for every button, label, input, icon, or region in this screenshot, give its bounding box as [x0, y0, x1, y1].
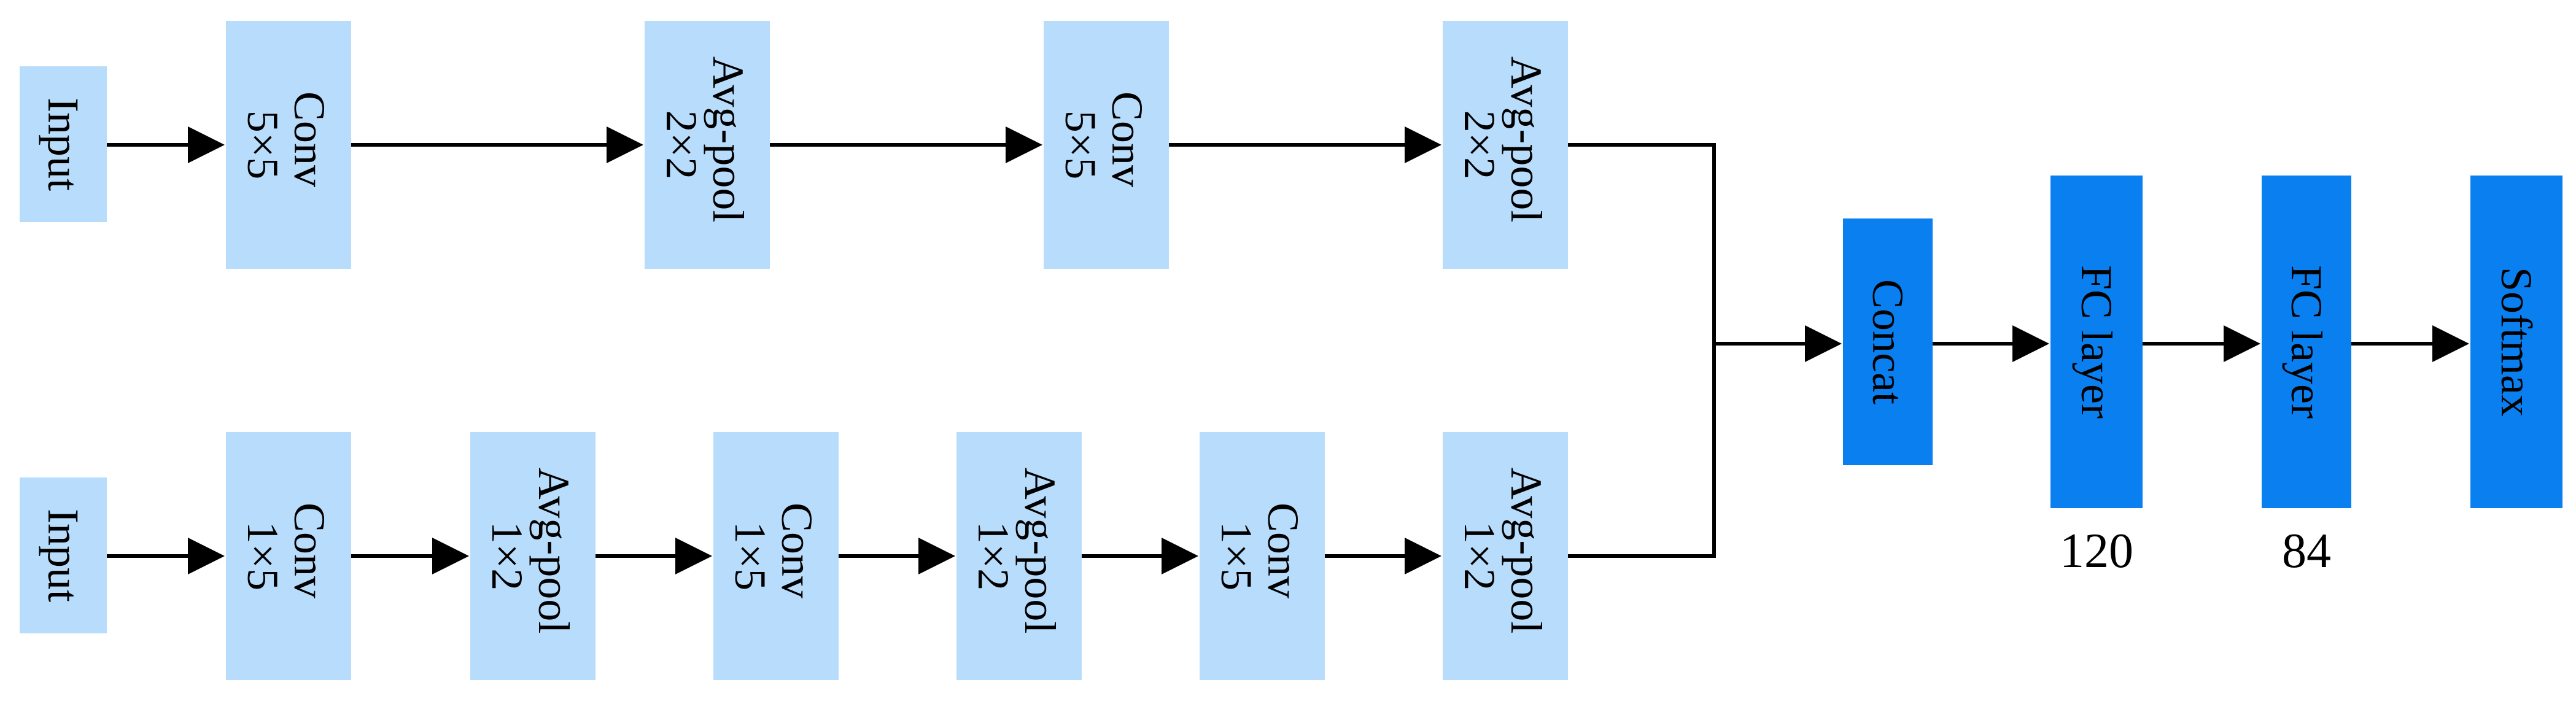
bottom-pool2-kernel: 1×2 — [969, 522, 1018, 591]
bottom-conv2-name: Conv — [772, 503, 821, 598]
bottom-conv3-block: Conv 1×5 — [1200, 432, 1325, 680]
bottom-pool3-block: Avg-pool 1×2 — [1443, 432, 1568, 680]
concat-to-fc1-arrow — [1933, 325, 2049, 362]
bottom-conv3-name: Conv — [1259, 503, 1308, 598]
top-conv1-name: Conv — [285, 91, 334, 187]
bottom-input-block: Input — [20, 477, 107, 633]
fc1-units-label: 120 — [2060, 524, 2133, 578]
softmax-block: Softmax — [2470, 176, 2562, 508]
bottom-arrow-5 — [1082, 538, 1198, 574]
top-pool1-name: Avg-pool — [704, 56, 753, 223]
fc2-label: FC layer — [2282, 265, 2331, 419]
svg-text:Avg-pool 2×2: Avg-pool 2×2 — [1455, 56, 1551, 234]
bottom-pool1-name: Avg-pool — [529, 468, 578, 634]
top-conv1-kernel: 5×5 — [238, 110, 287, 180]
bottom-arrow-2 — [351, 538, 469, 574]
concat-block: Concat — [1843, 218, 1933, 465]
bottom-conv1-kernel: 1×5 — [238, 522, 287, 591]
bottom-arrow-3 — [596, 538, 712, 574]
bottom-arrow-6 — [1325, 538, 1441, 574]
bottom-conv1-name: Conv — [285, 503, 334, 598]
bottom-pool2-name: Avg-pool — [1015, 468, 1065, 634]
bottom-input-label: Input — [39, 509, 88, 602]
top-pool2-name: Avg-pool — [1502, 56, 1551, 223]
fc1-to-fc2-arrow — [2143, 325, 2260, 362]
bottom-pool2-block: Avg-pool 1×2 — [956, 432, 1082, 680]
top-arrow-3 — [770, 126, 1042, 163]
top-arrow-4 — [1169, 126, 1441, 163]
top-input-block: Input — [20, 66, 107, 222]
concat-label: Concat — [1863, 279, 1912, 404]
fc1-label: FC layer — [2072, 265, 2121, 419]
top-pool2-kernel: 2×2 — [1455, 110, 1504, 180]
top-pool2-block: Avg-pool 2×2 — [1443, 21, 1568, 269]
bottom-conv2-block: Conv 1×5 — [713, 432, 839, 680]
fc2-block: FC layer — [2262, 176, 2351, 508]
fc2-units-label: 84 — [2282, 524, 2331, 578]
svg-text:Avg-pool 2×2: Avg-pool 2×2 — [657, 56, 753, 234]
svg-text:Conv 1×5: Conv 1×5 — [726, 503, 821, 609]
top-input-label: Input — [39, 98, 88, 191]
svg-text:Conv 5×5: Conv 5×5 — [238, 91, 334, 198]
svg-text:Conv 1×5: Conv 1×5 — [1212, 503, 1308, 609]
fc2-to-softmax-arrow — [2351, 325, 2469, 362]
softmax-label: Softmax — [2492, 267, 2541, 417]
svg-text:Conv 1×5: Conv 1×5 — [238, 503, 334, 609]
bottom-pool3-kernel: 1×2 — [1455, 522, 1504, 591]
bottom-conv3-kernel: 1×5 — [1212, 522, 1261, 591]
bottom-pool1-kernel: 1×2 — [483, 522, 532, 591]
top-pool1-block: Avg-pool 2×2 — [645, 21, 770, 269]
fc1-block: FC layer — [2050, 176, 2143, 508]
bottom-arrow-1 — [107, 538, 225, 574]
svg-text:Avg-pool 1×2: Avg-pool 1×2 — [483, 468, 578, 645]
top-arrow-1 — [107, 126, 225, 163]
bottom-arrow-4 — [839, 538, 955, 574]
svg-text:Conv 5×5: Conv 5×5 — [1056, 91, 1152, 198]
top-conv2-name: Conv — [1103, 91, 1152, 187]
bottom-pool1-block: Avg-pool 1×2 — [470, 432, 596, 680]
merge-connector — [1568, 143, 1842, 558]
bottom-pool3-name: Avg-pool — [1502, 468, 1551, 634]
svg-text:Avg-pool 1×2: Avg-pool 1×2 — [1455, 468, 1551, 645]
bottom-conv1-block: Conv 1×5 — [226, 432, 351, 680]
svg-text:Avg-pool 1×2: Avg-pool 1×2 — [969, 468, 1065, 645]
bottom-conv2-kernel: 1×5 — [726, 522, 775, 591]
top-arrow-2 — [351, 126, 643, 163]
top-conv2-kernel: 5×5 — [1056, 110, 1105, 180]
top-pool1-kernel: 2×2 — [657, 110, 706, 180]
top-conv2-block: Conv 5×5 — [1044, 21, 1169, 269]
top-conv1-block: Conv 5×5 — [226, 21, 351, 269]
